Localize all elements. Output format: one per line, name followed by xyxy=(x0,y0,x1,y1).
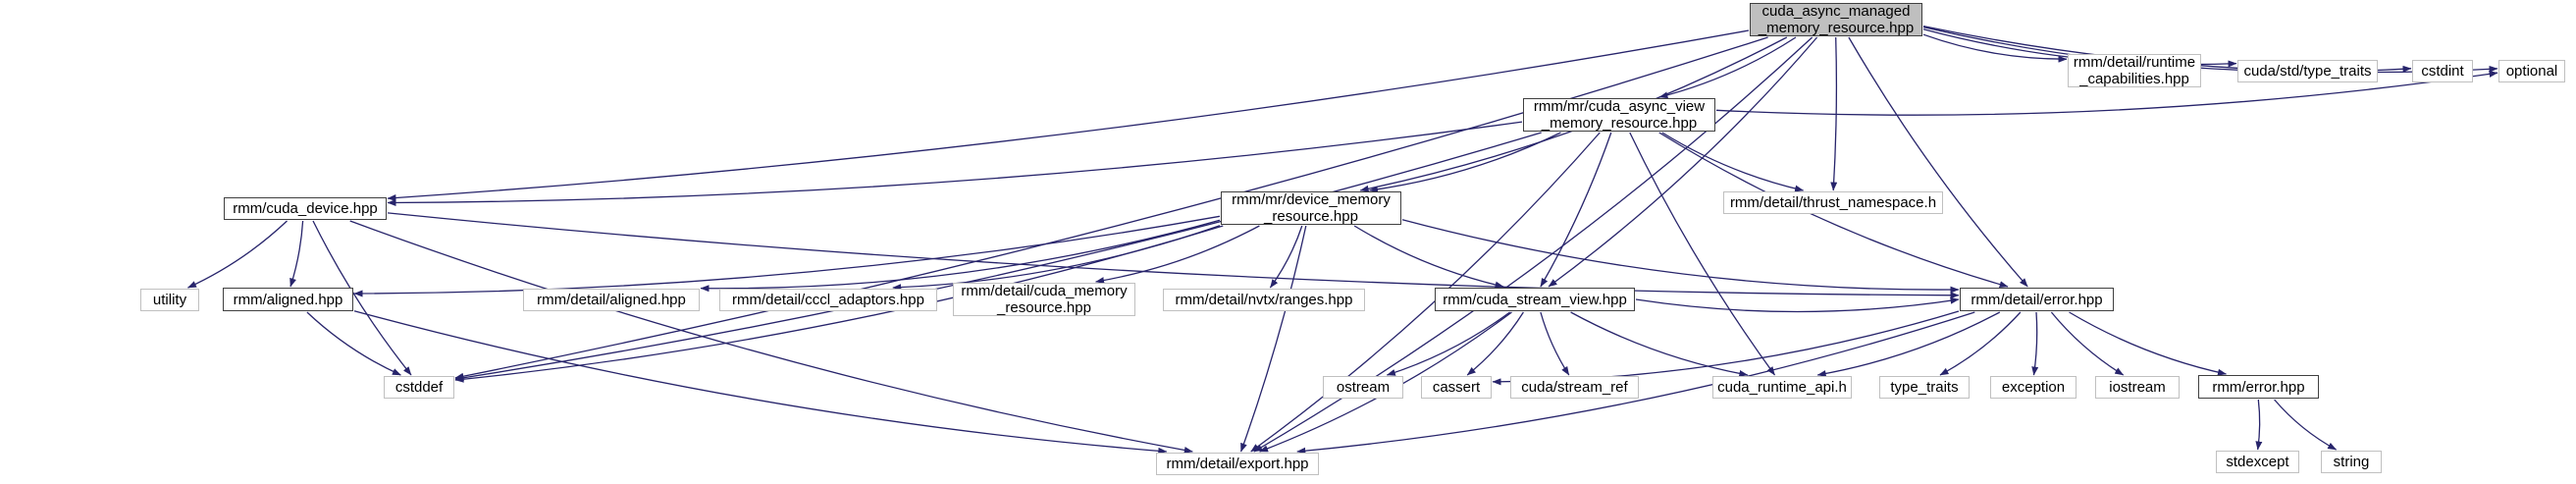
graph-node-cudamr[interactable]: rmm/detail/cuda_memory _resource.hpp xyxy=(953,283,1135,316)
graph-edge-streamview-to-ostream xyxy=(1386,311,1510,376)
graph-node-label: rmm/detail/error.hpp xyxy=(1971,291,2103,308)
graph-edge-errorhpp-to-exception xyxy=(2031,311,2039,376)
graph-node-label: rmm/cuda_stream_view.hpp xyxy=(1443,291,1627,308)
graph-node-cudadevice[interactable]: rmm/cuda_device.hpp xyxy=(224,197,387,220)
graph-node-label: rmm/detail/cuda_memory _resource.hpp xyxy=(961,283,1128,316)
graph-edge-devicemr-to-detaligned xyxy=(700,219,1221,293)
graph-edge-root-to-errorhpp xyxy=(1848,36,2028,288)
graph-node-label: rmm/error.hpp xyxy=(2212,378,2305,396)
graph-edge-devicemr-to-export xyxy=(1239,225,1307,453)
graph-node-runtimecap[interactable]: rmm/detail/runtime _capabilities.hpp xyxy=(2068,54,2201,87)
graph-node-label: rmm/mr/cuda_async_view _memory_resource.… xyxy=(1533,98,1706,132)
graph-node-streamview[interactable]: rmm/cuda_stream_view.hpp xyxy=(1435,288,1635,311)
graph-node-label: exception xyxy=(2001,379,2066,396)
graph-node-exception[interactable]: exception xyxy=(1990,376,2077,399)
graph-edge-streamview-to-streamref xyxy=(1540,311,1570,376)
graph-edge-cudadevice-to-export xyxy=(349,220,1193,454)
graph-node-errorhpp[interactable]: rmm/detail/error.hpp xyxy=(1960,288,2114,311)
graph-edge-streamview-to-errorhpp xyxy=(1635,296,1960,313)
graph-node-ostream[interactable]: ostream xyxy=(1323,376,1403,399)
graph-edge-errorhpp-to-iostream xyxy=(2050,311,2125,376)
graph-node-label: iostream xyxy=(2109,379,2166,396)
graph-node-label: rmm/detail/nvtx/ranges.hpp xyxy=(1175,292,1353,308)
graph-edge-aligned-to-cstddef xyxy=(306,311,401,376)
graph-node-label: rmm/mr/device_memory _resource.hpp xyxy=(1232,191,1391,225)
graph-node-label: optional xyxy=(2505,63,2558,80)
graph-node-label: cuda/std/type_traits xyxy=(2243,63,2372,80)
graph-edge-devicemr-to-nvtx xyxy=(1269,225,1303,289)
graph-node-cudart[interactable]: cuda_runtime_api.h xyxy=(1712,376,1852,399)
graph-node-iostream[interactable]: iostream xyxy=(2095,376,2180,399)
graph-edge-rmmerror-to-stdexcept xyxy=(2255,399,2263,451)
graph-edge-aligned-to-export xyxy=(353,310,1168,455)
graph-node-typetraits[interactable]: cuda/std/type_traits xyxy=(2237,60,2378,82)
graph-edge-devicemr-to-cccl xyxy=(892,225,1221,292)
graph-node-cstddef[interactable]: cstddef xyxy=(384,376,454,399)
graph-node-label: type_traits xyxy=(1890,379,1959,396)
graph-edge-devicemr-to-streamview xyxy=(1353,225,1504,289)
graph-node-cassert[interactable]: cassert xyxy=(1421,376,1492,399)
graph-node-label: rmm/detail/export.hpp xyxy=(1166,456,1309,472)
graph-node-std_tt[interactable]: type_traits xyxy=(1879,376,1970,399)
graph-node-label: cassert xyxy=(1432,379,1481,396)
graph-edge-root-to-asyncview xyxy=(1658,36,1797,99)
graph-edge-cudadevice-to-utility xyxy=(187,220,288,289)
graph-edge-errorhpp-to-std_tt xyxy=(1939,311,2022,376)
graph-node-label: rmm/detail/thrust_namespace.h xyxy=(1729,194,1937,211)
graph-node-label: rmm/detail/cccl_adaptors.hpp xyxy=(732,292,924,308)
graph-node-label: rmm/aligned.hpp xyxy=(233,291,343,308)
graph-edge-asyncview-to-streamview xyxy=(1540,132,1612,288)
graph-edge-cudadevice-to-errorhpp xyxy=(387,212,1960,299)
graph-edge-devicemr-to-errorhpp xyxy=(1401,219,1960,294)
graph-edge-root-to-cstddef xyxy=(454,36,1768,380)
graph-node-asyncview[interactable]: rmm/mr/cuda_async_view _memory_resource.… xyxy=(1523,98,1715,132)
graph-node-detaligned[interactable]: rmm/detail/aligned.hpp xyxy=(523,289,700,311)
graph-node-root[interactable]: cuda_async_managed _memory_resource.hpp xyxy=(1750,3,1922,36)
graph-node-label: cstddef xyxy=(394,379,444,396)
graph-node-cstdint[interactable]: cstdint xyxy=(2412,60,2473,82)
graph-node-label: cuda/stream_ref xyxy=(1521,379,1628,396)
graph-node-string[interactable]: string xyxy=(2321,451,2382,473)
graph-node-label: ostream xyxy=(1336,379,1391,396)
graph-node-rmmerror[interactable]: rmm/error.hpp xyxy=(2198,375,2319,399)
graph-edge-streamview-to-cassert xyxy=(1466,311,1524,376)
graph-node-label: rmm/detail/runtime _capabilities.hpp xyxy=(2073,54,2196,87)
graph-node-label: cstdint xyxy=(2421,63,2464,80)
graph-node-label: rmm/cuda_device.hpp xyxy=(233,200,378,217)
graph-node-export[interactable]: rmm/detail/export.hpp xyxy=(1156,453,1319,475)
graph-node-label: rmm/detail/aligned.hpp xyxy=(537,292,686,308)
graph-edge-rmmerror-to-string xyxy=(2274,399,2338,451)
graph-edge-errorhpp-to-cassert xyxy=(1492,310,1960,386)
graph-edge-asyncview-to-cudart xyxy=(1629,132,1776,376)
graph-edge-cudadevice-to-aligned xyxy=(289,220,304,288)
graph-node-label: cuda_runtime_api.h xyxy=(1717,379,1847,396)
graph-edge-asyncview-to-thrustns xyxy=(1661,132,1805,192)
graph-edge-root-to-streamview xyxy=(1548,36,1818,288)
graph-node-label: stdexcept xyxy=(2226,454,2289,470)
graph-node-optional[interactable]: optional xyxy=(2498,60,2565,82)
graph-node-label: cuda_async_managed _memory_resource.hpp xyxy=(1758,3,1915,36)
graph-node-nvtx[interactable]: rmm/detail/nvtx/ranges.hpp xyxy=(1163,289,1365,311)
graph-edge-root-to-thrustns xyxy=(1830,36,1838,191)
graph-edge-streamview-to-cudart xyxy=(1570,311,1749,377)
graph-edge-errorhpp-to-cudart xyxy=(1816,311,2001,377)
graph-node-label: utility xyxy=(152,292,187,308)
graph-node-thrustns[interactable]: rmm/detail/thrust_namespace.h xyxy=(1723,191,1943,214)
graph-node-label: string xyxy=(2333,454,2370,470)
graph-edge-root-to-runtimecap xyxy=(1922,33,2068,63)
graph-node-utility[interactable]: utility xyxy=(140,289,199,311)
graph-node-stdexcept[interactable]: stdexcept xyxy=(2216,451,2299,473)
graph-edge-errorhpp-to-rmmerror xyxy=(2069,311,2227,376)
graph-node-devicemr[interactable]: rmm/mr/device_memory _resource.hpp xyxy=(1221,191,1401,225)
graph-node-aligned[interactable]: rmm/aligned.hpp xyxy=(223,288,353,311)
graph-edge-devicemr-to-cudamr xyxy=(1095,225,1260,285)
graph-edge-asyncview-to-cstddef xyxy=(454,132,1542,382)
graph-edge-asyncview-to-devicemr xyxy=(1369,132,1561,193)
graph-node-streamref[interactable]: cuda/stream_ref xyxy=(1510,376,1639,399)
graph-node-cccl[interactable]: rmm/detail/cccl_adaptors.hpp xyxy=(719,289,937,311)
